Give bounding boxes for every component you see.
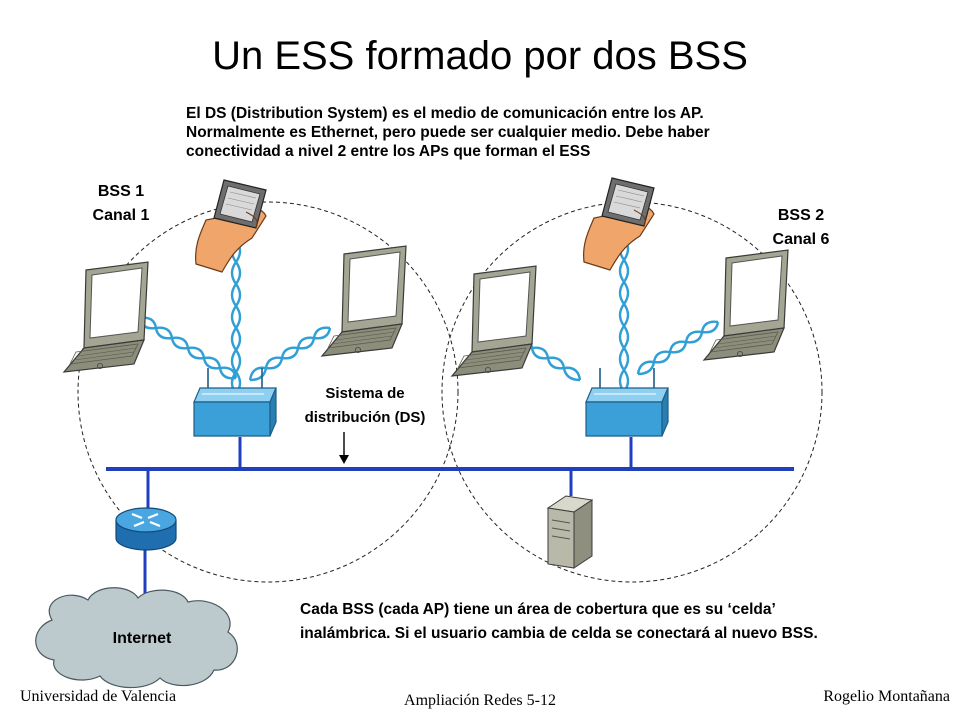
laptop-icon bbox=[63, 261, 149, 373]
bss2-label: BSS 2 Canal 6 bbox=[758, 204, 844, 252]
bss2-name: BSS 2 bbox=[777, 207, 825, 224]
bss1-name: BSS 1 bbox=[97, 183, 145, 200]
footer-author: Rogelio Montañana bbox=[823, 688, 950, 705]
laptop-icon bbox=[321, 245, 407, 357]
cell-note-line-2: inalámbrica. Si el usuario cambia de cel… bbox=[300, 625, 818, 642]
pda-handheld-icon bbox=[583, 177, 655, 271]
bss1-label: BSS 1 Canal 1 bbox=[78, 180, 164, 228]
laptop-icon bbox=[703, 249, 789, 361]
bss1-channel: Canal 1 bbox=[92, 207, 150, 224]
cell-note-line-1: Cada BSS (cada AP) tiene un área de cobe… bbox=[300, 601, 776, 618]
footer-university: Universidad de Valencia bbox=[20, 688, 177, 705]
laptop2-wave-b bbox=[249, 327, 332, 382]
laptop2-wave bbox=[248, 326, 331, 381]
ds-label-line-1: Sistema de bbox=[325, 385, 405, 402]
internet-cloud bbox=[35, 587, 238, 689]
laptop1-wave-b bbox=[138, 317, 238, 379]
bss2-coverage-cell bbox=[441, 201, 823, 583]
ds-pointer-arrowhead bbox=[339, 455, 349, 464]
laptop-icon bbox=[451, 265, 537, 377]
pda2-wave bbox=[618, 237, 630, 393]
pda-handheld-icon bbox=[195, 179, 267, 273]
router-icon bbox=[115, 507, 177, 551]
internet-label: Internet bbox=[112, 630, 172, 647]
ds-note-line-2: Normalmente es Ethernet, pero puede ser … bbox=[186, 124, 710, 141]
bss2-channel: Canal 6 bbox=[772, 231, 830, 248]
ds-label: Sistema de distribución (DS) bbox=[280, 382, 450, 430]
radio-waves bbox=[138, 237, 720, 395]
bss1-coverage-cell bbox=[77, 201, 459, 583]
ds-label-line-2: distribución (DS) bbox=[304, 409, 426, 426]
pda2-wave-b bbox=[618, 237, 630, 393]
footer-course: Ampliación Redes 5-12 bbox=[404, 692, 556, 709]
pda1-wave-b bbox=[230, 239, 242, 395]
pda1-wave bbox=[230, 239, 242, 395]
ds-explanation-note: El DS (Distribution System) es el medio … bbox=[186, 104, 710, 161]
laptop4-wave bbox=[636, 320, 719, 375]
ds-note-line-1: El DS (Distribution System) es el medio … bbox=[186, 105, 704, 122]
slide-title: Un ESS formado por dos BSS bbox=[212, 34, 748, 78]
laptop4-wave-b bbox=[637, 321, 720, 376]
server-icon bbox=[546, 495, 594, 569]
ds-note-line-3: conectividad a nivel 2 entre los APs que… bbox=[186, 143, 591, 160]
cell-explanation-note: Cada BSS (cada AP) tiene un área de cobe… bbox=[300, 598, 818, 646]
